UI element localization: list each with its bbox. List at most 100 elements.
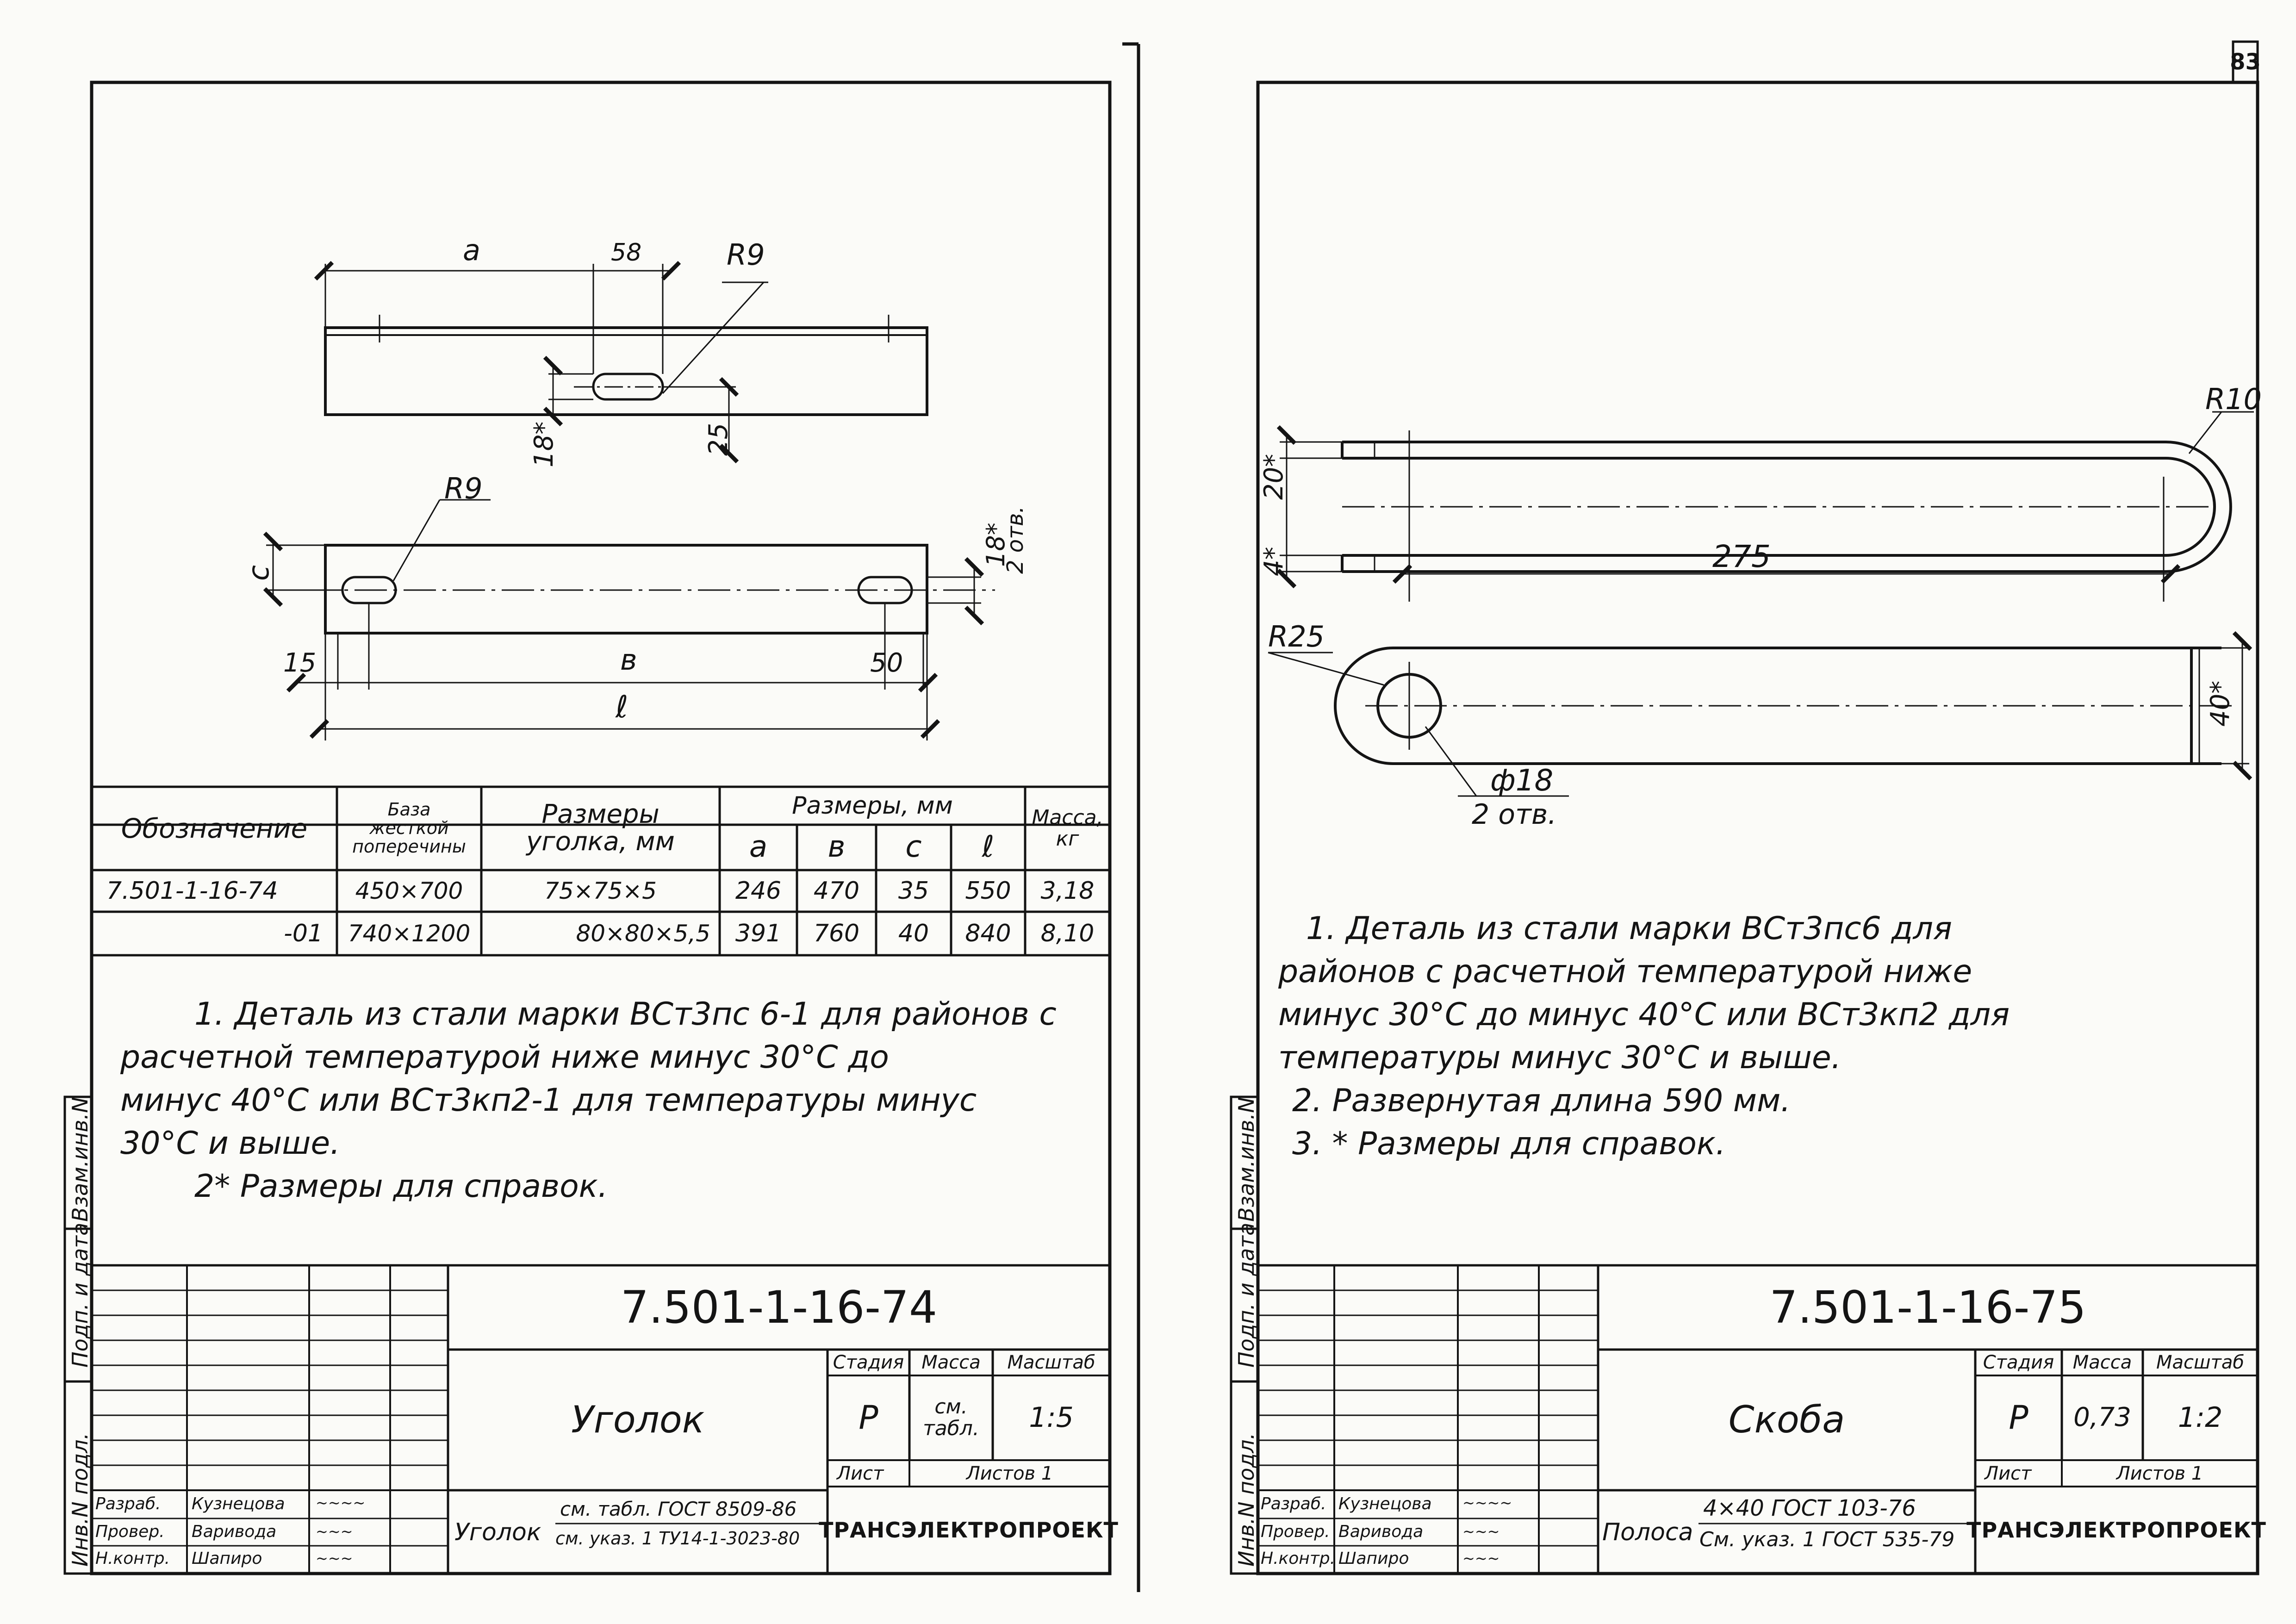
dim-r25: R25 — [1268, 620, 1325, 653]
signature: ~~~ — [316, 1523, 353, 1540]
right-stamp-doc-code: 7.501-1-16-75 — [1769, 1281, 2086, 1333]
dim-275: 275 — [1712, 539, 1771, 574]
left-sheet-frame — [90, 81, 1112, 1575]
signature: ~~~~ — [1462, 1494, 1512, 1512]
right-stamp-scale: 1:2 — [2178, 1401, 2223, 1434]
th-angle-size: Размеры уголка, мм — [526, 799, 675, 857]
table-row-1-base: 450×700 — [355, 877, 463, 904]
left-stamp-sheets-label: Листов 1 — [966, 1462, 1053, 1484]
left-role-dev: Разраб. — [95, 1494, 161, 1513]
th-col-l: ℓ — [982, 830, 995, 865]
th-base: База жесткой поперечины — [352, 799, 466, 857]
dim-r10: R10 — [2205, 382, 2262, 416]
angle-bottom-view — [324, 544, 928, 635]
right-note-line: минус 30°С до минус 40°С или ВСт3кп2 для — [1278, 996, 2010, 1033]
right-note-line: районов с расчетной температурой ниже — [1278, 953, 1972, 990]
table-row-1-designation: 7.501-1-16-74 — [106, 877, 278, 905]
left-stamp-stage: Р — [859, 1398, 878, 1437]
table-row-2-base: 740×1200 — [348, 920, 471, 947]
left-name-check: Варивода — [192, 1522, 277, 1541]
right-stamp-mass: 0,73 — [2073, 1402, 2131, 1433]
right-side-strip — [1230, 1095, 1259, 1575]
left-stamp-scale: 1:5 — [1029, 1401, 1074, 1434]
dim-25: 25 — [703, 423, 734, 456]
dim-58: 58 — [611, 239, 642, 267]
left-role-check: Провер. — [95, 1522, 165, 1541]
right-notes: 1. Деталь из стали марки ВСт3пс6 для рай… — [1278, 907, 2010, 1165]
dim-r9-bottom: R9 — [444, 472, 483, 505]
left-stamp-material-top: см. табл. ГОСТ 8509-86 — [560, 1498, 797, 1520]
right-stamp-sheet-label: Лист — [1985, 1462, 2032, 1484]
table-row-2-designation: -01 — [284, 919, 323, 947]
left-note-line: 30°С и выше. — [120, 1125, 340, 1162]
right-note-line: 3. * Размеры для справок. — [1292, 1126, 1726, 1162]
left-note-line: 2* Размеры для справок. — [194, 1168, 608, 1205]
dim-4: 4* — [1259, 547, 1289, 576]
table-row-1-c: 35 — [898, 877, 929, 905]
angle-bottom-dimensions — [263, 499, 984, 740]
table-row-2-l: 840 — [965, 919, 1011, 947]
right-stamp-material-name: Полоса — [1602, 1518, 1693, 1546]
table-row-2-c: 40 — [898, 919, 929, 947]
table-row-1-mass: 3,18 — [1040, 877, 1095, 905]
right-stamp-grid — [1258, 1264, 2258, 1574]
left-side-strip — [63, 1095, 93, 1575]
right-note-line: 2. Развернутая длина 590 мм. — [1292, 1083, 1791, 1119]
left-notes: 1. Деталь из стали марки ВСт3пс 6-1 для … — [120, 993, 1057, 1208]
right-stamp-material-top: 4×40 ГОСТ 103-76 — [1703, 1495, 1916, 1521]
left-label-sign-date: Подп. и дата — [68, 1222, 93, 1368]
holes-note: 2 отв. — [1002, 506, 1028, 574]
right-label-inv: Инв.N подл. — [1234, 1432, 1259, 1567]
dim-a: a — [463, 233, 480, 267]
angle-top-dimensions — [314, 261, 890, 464]
right-label-ref: Взам.инв.N — [1234, 1097, 1259, 1222]
left-stamp-mass-label: Масса — [921, 1352, 981, 1373]
left-stamp-mass: см. табл. — [923, 1395, 979, 1440]
right-stamp-org: ТРАНСЭЛЕКТРОПРОЕКТ — [1966, 1517, 2266, 1543]
right-role-check: Провер. — [1261, 1522, 1330, 1541]
table-row-1-l: 550 — [965, 877, 1011, 905]
left-note-line: 1. Деталь из стали марки ВСт3пс 6-1 для … — [194, 996, 1057, 1033]
left-label-inv: Инв.N подл. — [68, 1432, 93, 1567]
right-stamp-stage: Р — [2009, 1398, 2028, 1437]
table-row-2-a: 391 — [735, 919, 782, 947]
right-stamp-scale-label: Масштаб — [2156, 1352, 2245, 1373]
right-sheet-frame — [1256, 40, 2259, 1575]
dim-18-top: 18* — [529, 421, 559, 467]
table-row-1-a: 246 — [735, 877, 782, 905]
left-name-dev: Кузнецова — [192, 1494, 285, 1513]
left-stamp-org: ТРАНСЭЛЕКТРОПРОЕКТ — [819, 1517, 1119, 1543]
th-col-c: с — [905, 830, 922, 865]
left-stamp-scale-label: Масштаб — [1007, 1352, 1095, 1373]
angle-top-view — [324, 326, 928, 416]
right-stamp-sheets-label: Листов 1 — [2116, 1462, 2203, 1484]
left-stamp-title: Уголок — [571, 1398, 705, 1441]
dim-15: 15 — [283, 648, 317, 678]
dim-hole-dia: ф18 — [1490, 764, 1554, 798]
angle-bottom-slots — [305, 576, 995, 604]
dim-20: 20* — [1259, 454, 1289, 500]
right-role-dev: Разраб. — [1261, 1494, 1326, 1513]
bracket-flat-view — [1334, 647, 2235, 765]
table-row-1-b: 470 — [813, 877, 860, 905]
dim-c: c — [242, 565, 275, 581]
right-stamp-material-bottom: См. указ. 1 ГОСТ 535-79 — [1699, 1528, 1955, 1551]
right-stamp-title: Скоба — [1728, 1398, 1845, 1441]
left-role-control: Н.контр. — [95, 1549, 170, 1568]
dim-40: 40* — [2205, 680, 2235, 727]
left-stamp-sheet-label: Лист — [837, 1462, 884, 1484]
right-note-line: 1. Деталь из стали марки ВСт3пс6 для — [1306, 910, 1952, 947]
left-note-line: минус 40°С или ВСт3кп2-1 для температуры… — [120, 1082, 977, 1119]
table-row-2-angle: 80×80×5,5 — [576, 920, 710, 947]
table-row-1-angle: 75×75×5 — [544, 877, 657, 904]
th-mass: Масса, кг — [1032, 805, 1103, 851]
right-name-control: Шапиро — [1338, 1549, 1409, 1568]
dim-hole-count: 2 отв. — [1472, 798, 1557, 831]
right-note-line: температуры минус 30°С и выше. — [1278, 1039, 1842, 1076]
th-col-a: a — [749, 830, 768, 865]
binding-line — [1122, 42, 1140, 1592]
dim-b: в — [620, 643, 637, 677]
right-name-dev: Кузнецова — [1338, 1494, 1432, 1513]
th-designation: Обозначение — [121, 812, 308, 844]
